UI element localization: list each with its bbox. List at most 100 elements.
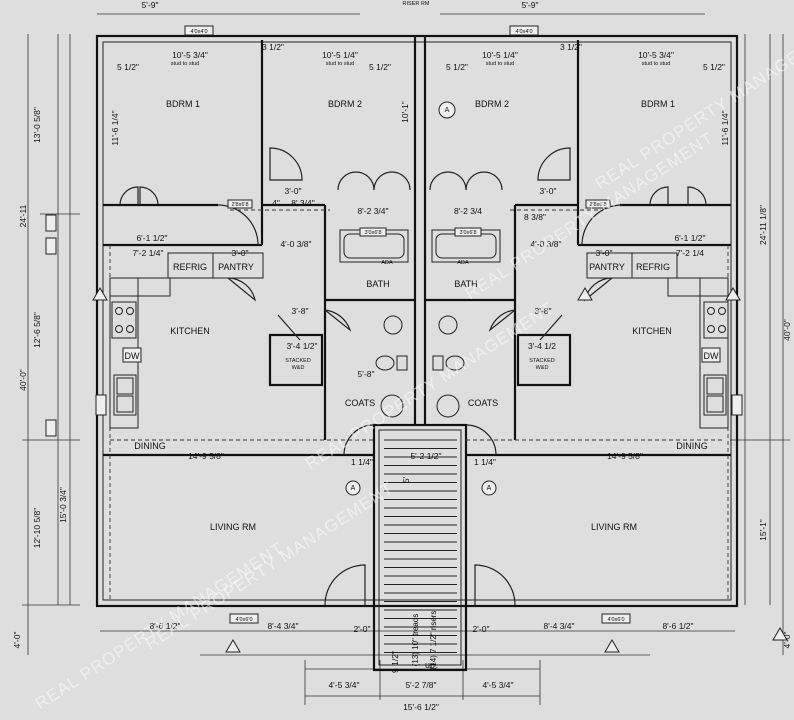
svg-text:A: A xyxy=(487,485,492,492)
dim-label: 10'-1" xyxy=(400,101,410,123)
stair-risers-note: (14) 7 1/2" risers xyxy=(429,611,438,670)
dim-label: 5'-8" xyxy=(358,369,375,379)
room-label-pantry-right: PANTRY xyxy=(589,262,625,272)
dim-label: 14'-9 5/8" xyxy=(188,451,224,461)
watermark: REAL PROPERTY MANAGEMENT REAL PROPERTY M… xyxy=(32,18,794,713)
stair-treads-note: (13) 10" treads xyxy=(411,614,420,667)
dim-label: 10'-5 1/4" xyxy=(322,50,358,60)
dim-label: 13'-0 5/8" xyxy=(32,107,42,143)
dim-label: 3 1/2" xyxy=(262,42,284,52)
stud-note: stud to stud xyxy=(171,61,199,67)
dim-label: 8'-4 3/4" xyxy=(543,621,574,631)
dim-label: 40'-0" xyxy=(782,319,792,341)
dim-label: 3'-0" xyxy=(596,248,613,258)
dim-label: 9 1/2" xyxy=(390,651,400,673)
room-label-bath-right: BATH xyxy=(454,279,477,289)
dim-label: 3'-0" xyxy=(540,186,557,196)
room-label-bdrm1: BDRM 1 xyxy=(166,99,200,109)
dim-label: 10'-5 3/4" xyxy=(172,50,208,60)
window-tag: 3'0x6'8 xyxy=(364,230,381,236)
room-label-bdrm2-right: BDRM 2 xyxy=(475,99,509,109)
svg-text:A: A xyxy=(351,485,356,492)
room-label-stacked-right: STACKED xyxy=(529,358,555,364)
dim-label: 12'-6 5/8" xyxy=(32,312,42,348)
dim-label: 5 1/2" xyxy=(446,62,468,72)
dim-label: 4'-0 3/8" xyxy=(530,239,561,249)
triangle-tag-icon xyxy=(604,639,620,653)
room-label-pantry: PANTRY xyxy=(218,262,254,272)
room-label-dining: DINING xyxy=(134,441,166,451)
dim-label: 10'-5 3/4" xyxy=(638,50,674,60)
dim-label: 6'-1 1/2" xyxy=(674,233,705,243)
room-label-stacked: STACKED xyxy=(285,358,311,364)
stud-note: stud to stud xyxy=(642,61,670,67)
section-marker-a: A xyxy=(345,480,361,496)
room-label-riser: RISER RM xyxy=(403,1,430,7)
dim-label: 7'-2 1/4 xyxy=(676,248,704,258)
window-tag: 4'0x6'0 xyxy=(607,617,624,623)
dim-label: 40'-0" xyxy=(18,369,28,391)
dim-label: 11'-6 1/4" xyxy=(720,110,730,145)
dim-label: 2'-0" xyxy=(354,624,371,634)
dim-label: 15'-6 1/2" xyxy=(403,702,439,712)
triangle-tag-icon xyxy=(577,287,593,301)
window-tag: 4'0x4'0 xyxy=(190,29,207,35)
room-label-refrig: REFRIG xyxy=(173,262,207,272)
room-label-dining-right: DINING xyxy=(676,441,708,451)
dim-label: 10'-5 1/4" xyxy=(482,50,518,60)
dim-label: 8'-6 1/2" xyxy=(662,621,693,631)
dim-label: 6'-1 1/2" xyxy=(136,233,167,243)
room-label-living: LIVING RM xyxy=(210,522,256,532)
triangle-tag-icon xyxy=(225,639,241,653)
room-label-wd-right: W&D xyxy=(536,365,549,371)
dim-label: 3'-0" xyxy=(285,186,302,196)
dim-label: 3 1/2" xyxy=(560,42,582,52)
dim-label: 1 1/4" xyxy=(351,457,373,467)
dim-label: 8 3/8" xyxy=(524,212,546,222)
doors xyxy=(119,147,707,606)
room-label-refrig-right: REFRIG xyxy=(636,262,670,272)
dim-label: 15'-1" xyxy=(758,519,768,541)
dim-label: 7'-2 1/4" xyxy=(132,248,163,258)
dim-label: 4'-5 3/4" xyxy=(482,680,513,690)
room-label-coats-right: COATS xyxy=(468,398,498,408)
room-label-kitchen: KITCHEN xyxy=(170,326,210,336)
dim-label: 3'-4 1/2 xyxy=(528,341,556,351)
staircase xyxy=(384,439,457,653)
window-tags: 4'0x4'0 4'0x4'0 4'0x6'0 4'0x6'0 2'8x6'8 … xyxy=(45,25,743,624)
window-tag: 2'8x6'8 xyxy=(589,202,606,208)
window-tag: 3'0x6'8 xyxy=(459,230,476,236)
dim-label: 5 1/2" xyxy=(117,62,139,72)
dim-label: 14'-9 5/8" xyxy=(607,451,643,461)
room-label-bdrm2: BDRM 2 xyxy=(328,99,362,109)
dim-label: 4" xyxy=(272,198,280,208)
dim-label: 5 1/2" xyxy=(369,62,391,72)
room-labels: BDRM 1 BDRM 2 BDRM 2 BDRM 1 KITCHEN KITC… xyxy=(125,1,719,670)
room-label-living-right: LIVING RM xyxy=(591,522,637,532)
triangle-tag-icon xyxy=(725,287,741,301)
stud-note: stud to stud xyxy=(326,61,354,67)
dim-label: 8'-2 3/4 xyxy=(454,206,482,216)
dim-label: 3'-4 1/2" xyxy=(286,341,317,351)
stud-note: stud to stud xyxy=(486,61,514,67)
svg-text:A: A xyxy=(445,107,450,114)
window-tag: 4'0x6'0 xyxy=(235,617,252,623)
dim-label: 5'-9" xyxy=(522,0,539,10)
triangle-tags xyxy=(92,287,788,653)
dim-label: 8'-6 1/2" xyxy=(149,621,180,631)
dim-label: 4'-0" xyxy=(12,632,22,649)
dim-label: 24'-11 xyxy=(18,204,28,227)
exterior-walls xyxy=(95,34,739,672)
window-tag: 4'0x4'0 xyxy=(515,29,532,35)
room-label-dw: DW xyxy=(125,351,140,361)
room-label-bath: BATH xyxy=(366,279,389,289)
dim-label: 5' xyxy=(401,476,411,483)
section-marker-a: A xyxy=(481,480,497,496)
dim-label: 8'-4 3/4" xyxy=(267,621,298,631)
dimension-text: 5'-9" 5'-9" 10'-5 3/4" 10'-5 1/4" 10'-5 … xyxy=(12,0,792,712)
triangle-tag-icon xyxy=(772,627,788,641)
dim-label: 3'-0" xyxy=(232,248,249,258)
dim-label: 12'-10 5/8" xyxy=(32,508,42,549)
triangle-tag-icon xyxy=(92,287,108,301)
